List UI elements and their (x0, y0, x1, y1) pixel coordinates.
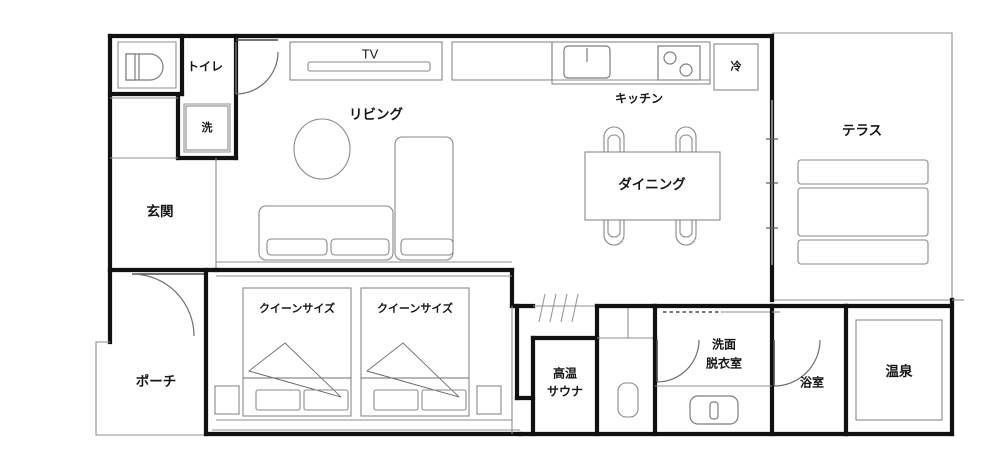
room-porch: ポーチ (136, 267, 209, 437)
nightstand-right (476, 385, 502, 415)
bed-left-label: クイーンサイズ (259, 301, 335, 315)
toilet-fixture (125, 53, 164, 81)
console-cabinet (451, 41, 553, 81)
dining-chair-bottom-left (603, 220, 625, 246)
room-washer: 洗 (175, 95, 239, 161)
room-bathroom: 浴室 (769, 303, 849, 437)
room-onsen: 温泉 (843, 303, 955, 421)
sauna-label-line2: サウナ (547, 385, 583, 399)
room-label-toilet: トイレ (187, 60, 223, 74)
bed-right: クイーンサイズ (360, 287, 470, 417)
round-table (293, 118, 351, 180)
room-label-washer: 洗 (202, 120, 213, 134)
dining-table (584, 151, 721, 221)
refrigerator: 冷 (713, 43, 759, 91)
bed-right-label: クイーンサイズ (377, 301, 453, 315)
room-label-bathroom: 浴室 (800, 375, 824, 390)
room-washroom: 洗面 脱衣室 (652, 303, 775, 437)
fridge-label: 冷 (731, 59, 742, 73)
terrace-furniture-top (797, 159, 929, 185)
terrace-furniture-bottom (797, 239, 929, 265)
room-living: リビング TV (216, 41, 553, 263)
room-entrance: 玄関 (107, 97, 219, 337)
room-terrace: テラス (797, 123, 929, 265)
tv-label: TV (362, 46, 379, 61)
room-kitchen: キッチン 冷 (551, 41, 759, 106)
room-label-onsen: 温泉 (886, 363, 914, 380)
room-label-living: リビング (349, 106, 403, 123)
interior-thin-lines (235, 42, 710, 94)
dining-chair-bottom-right (675, 220, 697, 246)
kitchen-sink (563, 45, 611, 79)
terrace-furniture-middle (797, 187, 929, 237)
room-label-porch: ポーチ (136, 373, 177, 390)
washroom-label-line2: 脱衣室 (706, 356, 742, 371)
room-label-dining: ダイニング (618, 176, 686, 193)
onsen-tub (855, 319, 943, 421)
room-label-kitchen: キッチン (615, 92, 663, 106)
dining-set: ダイニング (584, 126, 721, 246)
room-label-entrance: 玄関 (147, 203, 174, 220)
nightstand-left (214, 385, 240, 415)
outer-walls (95, 32, 964, 437)
room-bedroom: クイーンサイズ クイーンサイズ (213, 267, 536, 434)
vanity-sink (689, 395, 739, 425)
kitchen-counter (551, 41, 711, 85)
washroom-label-line1: 洗面 (712, 337, 736, 352)
room-label-terrace: テラス (842, 123, 882, 139)
sliding-glass-door (766, 100, 778, 265)
sofa (258, 136, 454, 261)
dining-chair-top-right (675, 126, 697, 152)
shower-drain-fixture (617, 382, 639, 418)
room-sauna: 高温 サウナ (530, 303, 629, 437)
bed-left: クイーンサイズ (242, 287, 352, 417)
kitchen-cooktop (657, 45, 701, 81)
tv-console: TV (289, 41, 443, 81)
sauna-label-line1: 高温 (553, 366, 577, 381)
dining-chair-top-left (603, 126, 625, 152)
